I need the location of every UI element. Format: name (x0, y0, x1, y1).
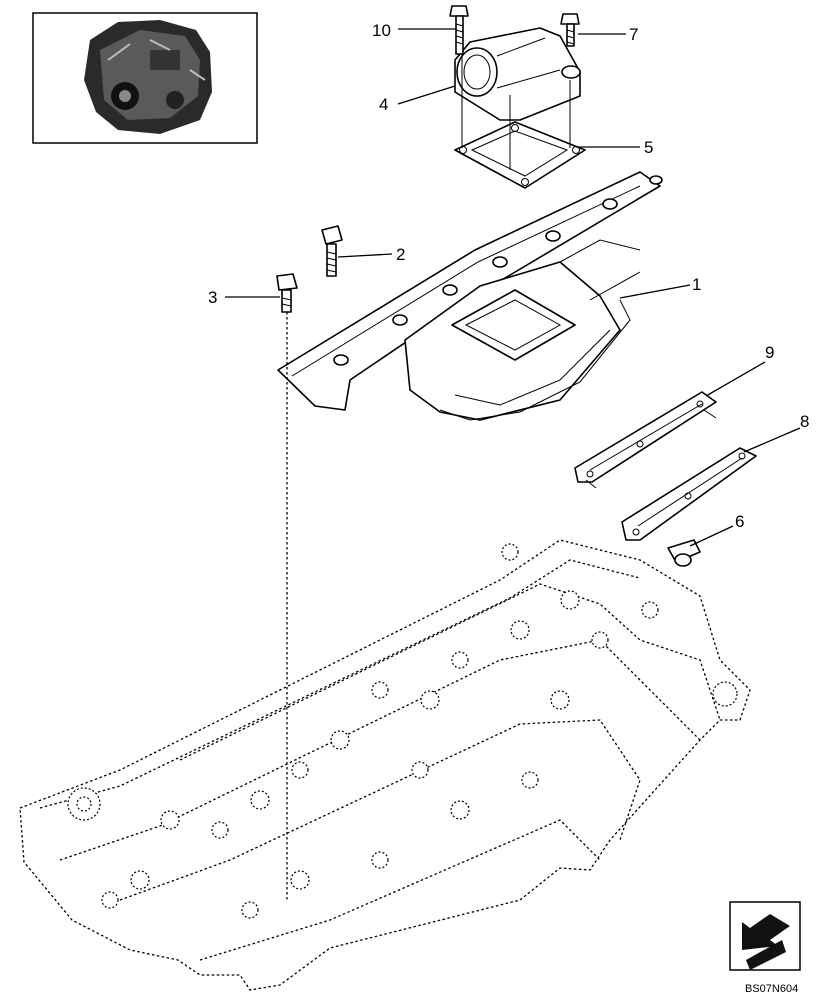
drawing-code: BS07N604 (745, 983, 798, 995)
cylinder-head (19, 539, 751, 991)
callout-2: 2 (396, 245, 405, 264)
intake-manifold (277, 171, 663, 421)
callout-labels: 10 7 4 5 2 3 1 9 8 6 (208, 21, 809, 531)
callout-5: 5 (644, 138, 653, 157)
bolt-10 (449, 5, 469, 55)
callout-8: 8 (800, 412, 809, 431)
callout-6: 6 (735, 512, 744, 531)
engine-thumbnail (32, 12, 258, 144)
gasket (454, 121, 586, 189)
callout-10: 10 (372, 21, 391, 40)
manifold-gasket-9 (574, 391, 717, 489)
callout-1: 1 (692, 275, 701, 294)
callout-3: 3 (208, 288, 217, 307)
thermostat-housing (454, 27, 581, 121)
bolt-7 (560, 13, 580, 47)
callout-4: 4 (379, 95, 388, 114)
bolt-2 (321, 225, 343, 277)
bolt-3 (276, 273, 298, 313)
engine-icon (84, 20, 212, 134)
manifold-gasket-8 (621, 447, 757, 541)
callout-9: 9 (765, 343, 774, 362)
arrow-nav-icon[interactable] (729, 901, 801, 971)
housing-projection (461, 54, 571, 170)
callout-7: 7 (629, 25, 638, 44)
callout-leaders (225, 28, 801, 547)
